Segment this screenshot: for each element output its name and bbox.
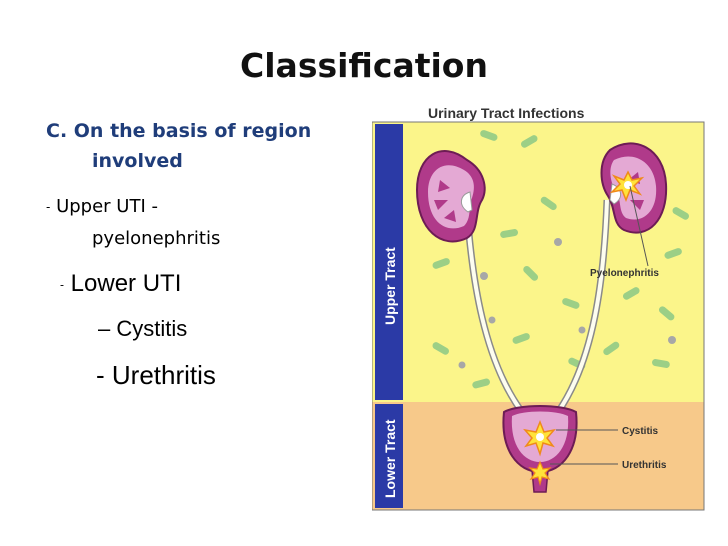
particle [668,336,676,344]
uti-diagram: Urinary Tract Infections Upper Tract Low… [372,100,706,512]
pyelonephritis-leader [629,185,649,267]
particle [578,326,586,334]
bacterium [500,229,519,238]
bacterium [664,248,682,259]
bullet-upper-uti: - Upper UTI - [46,196,158,217]
lower-tract-bar [375,404,403,508]
urethritis-callout: Urethritis [622,460,667,471]
bacterium [432,258,450,269]
bacterium [432,342,450,355]
bacterium [480,130,498,141]
slide-title: Classification [240,46,488,85]
bullet-lower-uti-text: Lower UTI [70,270,182,297]
bacterium [672,207,690,220]
bacterium [512,333,530,344]
particle [480,272,488,280]
cystitis-burst [523,419,557,457]
pyelonephritis-callout: Pyelonephritis [590,268,659,279]
heading-line-1: C. On the basis of region [46,120,312,142]
bullet-upper-uti-text: Upper UTI - [56,196,158,217]
bacteria-group [432,130,690,389]
particle [458,361,466,369]
bullet-upper-uti-continuation: pyelonephritis [92,228,221,249]
bacterium [622,287,640,300]
bacterium [658,306,675,321]
sub-bullet-cystitis: – Cystitis [98,316,188,341]
bacterium [523,265,539,281]
bacterium [472,378,490,389]
upper-tract-bar [375,124,403,400]
uti-diagram-svg: Urinary Tract Infections Upper Tract Low… [372,105,705,511]
bacterium [520,135,538,148]
bacterium [651,359,670,368]
particle [488,316,496,324]
urethritis-burst [528,460,552,487]
particle [554,238,562,246]
left-kidney [415,150,486,243]
figure-title: Urinary Tract Infections [428,105,585,121]
particles-group [458,238,676,369]
cystitis-callout: Cystitis [622,426,659,437]
heading-line-2: involved [92,150,183,172]
bacterium [540,196,557,211]
bullet-dash: - [46,200,51,214]
bacterium [562,298,580,309]
bullet-dash: - [60,277,64,292]
right-ureter-inner [556,199,609,414]
bullet-lower-uti: - Lower UTI [60,270,181,298]
figure-border [372,121,705,511]
bacterium [603,341,620,356]
upper-tract-label: Upper Tract [382,247,398,325]
lower-tract-label: Lower Tract [382,419,398,498]
sub-bullet-urethritis: - Urethritis [96,360,216,390]
